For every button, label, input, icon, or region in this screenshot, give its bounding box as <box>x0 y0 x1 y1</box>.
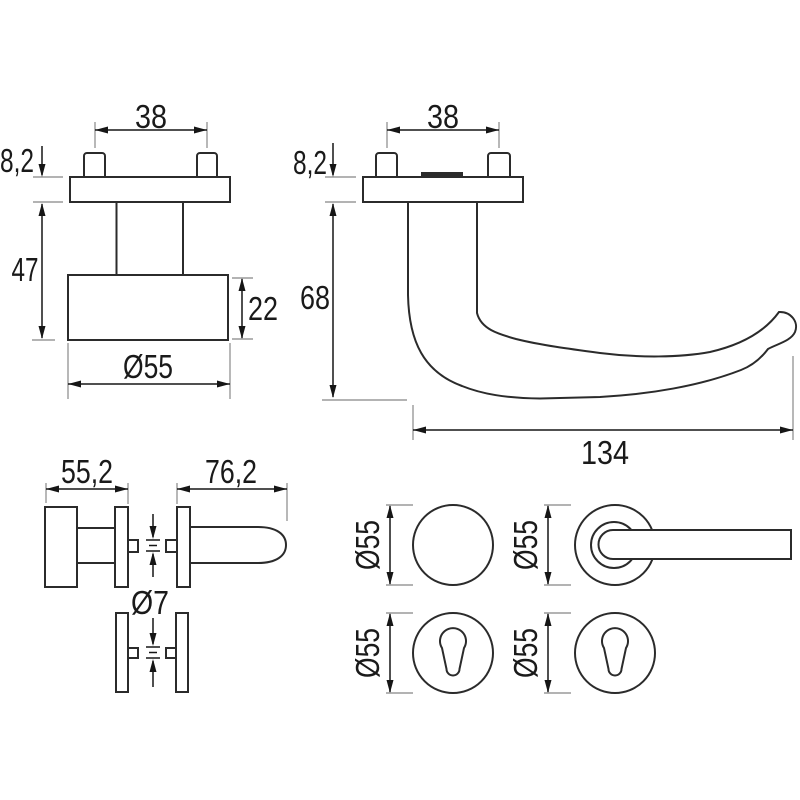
dimension-label: 55,2 <box>61 453 113 490</box>
dimension-plate-thickness: 8,2 <box>0 142 63 203</box>
arrowhead <box>38 326 46 339</box>
rose-plate <box>362 176 524 203</box>
dimension-label: Ø55 <box>507 628 544 678</box>
knob-body-side <box>44 506 78 588</box>
dimension-spindle-upper <box>146 514 160 577</box>
arrowhead <box>46 485 59 493</box>
fixing-pin-right <box>487 152 511 180</box>
dimension-knob-diameter: Ø55 <box>67 343 231 399</box>
arrowhead <box>238 278 246 291</box>
arrowhead <box>329 385 337 398</box>
arrowhead <box>329 203 337 216</box>
rose-plate-left-side <box>114 506 129 588</box>
arrowhead <box>386 572 394 585</box>
dimension-lever-rose: Ø55 <box>507 504 571 586</box>
dimension-label: 38 <box>135 98 167 135</box>
dimension-lever-total-depth: 76,2 <box>176 453 288 521</box>
arrowhead <box>238 326 246 339</box>
arrowhead <box>115 485 128 493</box>
arrowhead <box>544 613 552 626</box>
side-assembly-view: 55,2 76,2 Ø7 <box>44 453 288 693</box>
roses-front-view: Ø55 Ø55 Ø55 <box>349 504 792 694</box>
dimension-label: Ø55 <box>349 628 386 678</box>
dimension-label: 134 <box>581 434 629 471</box>
dimension-escutcheon-right: Ø55 <box>507 612 571 694</box>
dimension-label: 8,2 <box>293 144 327 181</box>
dimension-knob-rose: Ø55 <box>349 504 413 586</box>
dimension-label: 76,2 <box>205 453 257 490</box>
arrowhead <box>386 680 394 693</box>
arrowhead <box>38 203 46 216</box>
spindle-boss <box>421 172 463 177</box>
dimension-label: 8,2 <box>0 142 34 179</box>
dimension-label: 22 <box>248 290 278 327</box>
arrowhead <box>544 505 552 518</box>
dimension-pin-spacing: 38 <box>386 98 500 148</box>
dimension-label: Ø55 <box>349 520 386 570</box>
arrowhead <box>780 426 793 434</box>
arrowhead <box>386 505 394 518</box>
dimension-plate-thickness: 8,2 <box>293 143 356 203</box>
dimension-lever-length: 134 <box>412 356 794 471</box>
rose-plate <box>69 176 231 203</box>
arrowhead <box>413 426 426 434</box>
arrowhead <box>387 126 400 134</box>
fixing-pin-left <box>83 152 106 180</box>
arrowhead <box>544 572 552 585</box>
dimension-label: 38 <box>427 98 459 135</box>
arrowhead <box>274 485 287 493</box>
dimension-knob-depth: 22 <box>232 277 278 340</box>
lever-grip-side <box>189 526 288 564</box>
knob-rose-circle <box>412 504 494 586</box>
arrowhead <box>95 126 108 134</box>
dimension-pin-spacing: 38 <box>94 98 208 148</box>
lever-profile-view: 38 8,2 68 134 <box>293 98 797 471</box>
arrowhead <box>386 613 394 626</box>
arrowhead <box>217 380 230 388</box>
dimension-total-height: 68 <box>300 203 407 401</box>
dimension-label-spindle: Ø7 <box>131 584 169 621</box>
arrowhead <box>149 633 157 646</box>
rose-plate-right-side <box>176 506 191 588</box>
dimension-label: 68 <box>300 279 330 316</box>
dimension-escutcheon-left: Ø55 <box>349 612 413 694</box>
arrowhead <box>194 126 207 134</box>
knob-body <box>67 274 229 341</box>
escutcheon-right-side <box>175 612 189 693</box>
arrowhead <box>329 164 337 177</box>
lever-handle-outline <box>407 201 797 400</box>
dimension-label: Ø55 <box>507 520 544 570</box>
dimension-knob-total-depth: 55,2 <box>45 453 129 504</box>
escutcheon-left-side <box>115 612 129 693</box>
arrowhead <box>38 164 46 177</box>
euro-keyhole-right <box>601 627 629 677</box>
arrowhead <box>149 526 157 539</box>
fixing-pin-right <box>196 152 218 180</box>
dimension-label: Ø55 <box>123 348 173 385</box>
dimension-total-height: 47 <box>12 203 55 341</box>
knob-neck-side <box>76 527 116 564</box>
arrowhead <box>68 380 81 388</box>
arrowhead <box>486 126 499 134</box>
fixing-pin-left <box>375 152 398 180</box>
dimension-label: 47 <box>12 251 39 288</box>
dimension-spindle-lower <box>146 618 160 687</box>
euro-keyhole-left <box>439 627 467 677</box>
knob-front-view: 38 8,2 47 22 <box>0 98 278 399</box>
lever-grip-front <box>597 529 792 560</box>
arrowhead <box>177 485 190 493</box>
arrowhead <box>544 680 552 693</box>
